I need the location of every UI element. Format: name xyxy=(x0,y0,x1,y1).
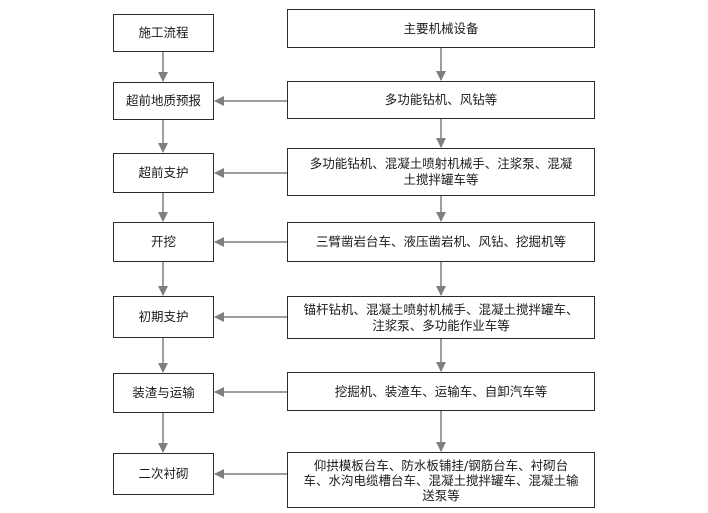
equipment-line: 多功能钻机、风钻等 xyxy=(384,92,498,107)
equipment-line: 多功能钻机、混凝土喷射机械手、注浆泵、混凝 xyxy=(309,156,573,171)
equipment-line: 锚杆钻机、混凝土喷射机械手、混凝土搅拌罐车、 xyxy=(303,301,579,317)
step-box-excavation: 开挖 xyxy=(113,222,214,262)
step-label: 开挖 xyxy=(150,234,176,249)
equipment-line: 送泵等 xyxy=(422,487,460,503)
equipment-line: 挖掘机、装渣车、运输车、自卸汽车等 xyxy=(334,383,548,399)
equipment-box-excavation: 三臂凿岩台车、液压凿岩机、风钻、挖掘机等 xyxy=(287,222,595,262)
equipment-line: 注浆泵、多功能作业车等 xyxy=(372,317,510,333)
equipment-box-mucking-and-transport: 挖掘机、装渣车、运输车、自卸汽车等 xyxy=(287,372,595,411)
step-label: 二次衬砌 xyxy=(138,466,189,481)
equipment-header-label: 主要机械设备 xyxy=(403,20,479,36)
step-box-mucking-and-transport: 装渣与运输 xyxy=(113,373,214,413)
equipment-header-box: 主要机械设备 xyxy=(287,9,595,48)
process-header-box: 施工流程 xyxy=(113,14,214,52)
step-box-advance-support: 超前支护 xyxy=(113,153,214,193)
equipment-line: 车、水沟电缆槽台车、混凝土搅拌罐车、混凝土输 xyxy=(303,472,579,488)
equipment-box-initial-support: 锚杆钻机、混凝土喷射机械手、混凝土搅拌罐车、 注浆泵、多功能作业车等 xyxy=(287,296,595,339)
step-box-secondary-lining: 二次衬砌 xyxy=(113,453,214,495)
process-header-label: 施工流程 xyxy=(138,25,189,40)
equipment-line: 仰拱模板台车、防水板铺挂/钢筋台车、衬砌台 xyxy=(313,457,569,473)
equipment-line: 土搅拌罐车等 xyxy=(403,172,479,187)
equipment-box-secondary-lining: 仰拱模板台车、防水板铺挂/钢筋台车、衬砌台 车、水沟电缆槽台车、混凝土搅拌罐车、… xyxy=(287,452,595,508)
equipment-box-geological-forecast: 多功能钻机、风钻等 xyxy=(287,81,595,119)
step-label: 超前地质预报 xyxy=(125,93,201,108)
step-label: 初期支护 xyxy=(138,309,189,324)
step-label: 超前支护 xyxy=(138,165,189,180)
equipment-line: 三臂凿岩台车、液压凿岩机、风钻、挖掘机等 xyxy=(315,234,566,249)
equipment-box-advance-support: 多功能钻机、混凝土喷射机械手、注浆泵、混凝 土搅拌罐车等 xyxy=(287,148,595,196)
step-box-advance-geological-forecast: 超前地质预报 xyxy=(113,82,214,120)
step-label: 装渣与运输 xyxy=(132,385,195,400)
step-box-initial-support: 初期支护 xyxy=(113,296,214,338)
